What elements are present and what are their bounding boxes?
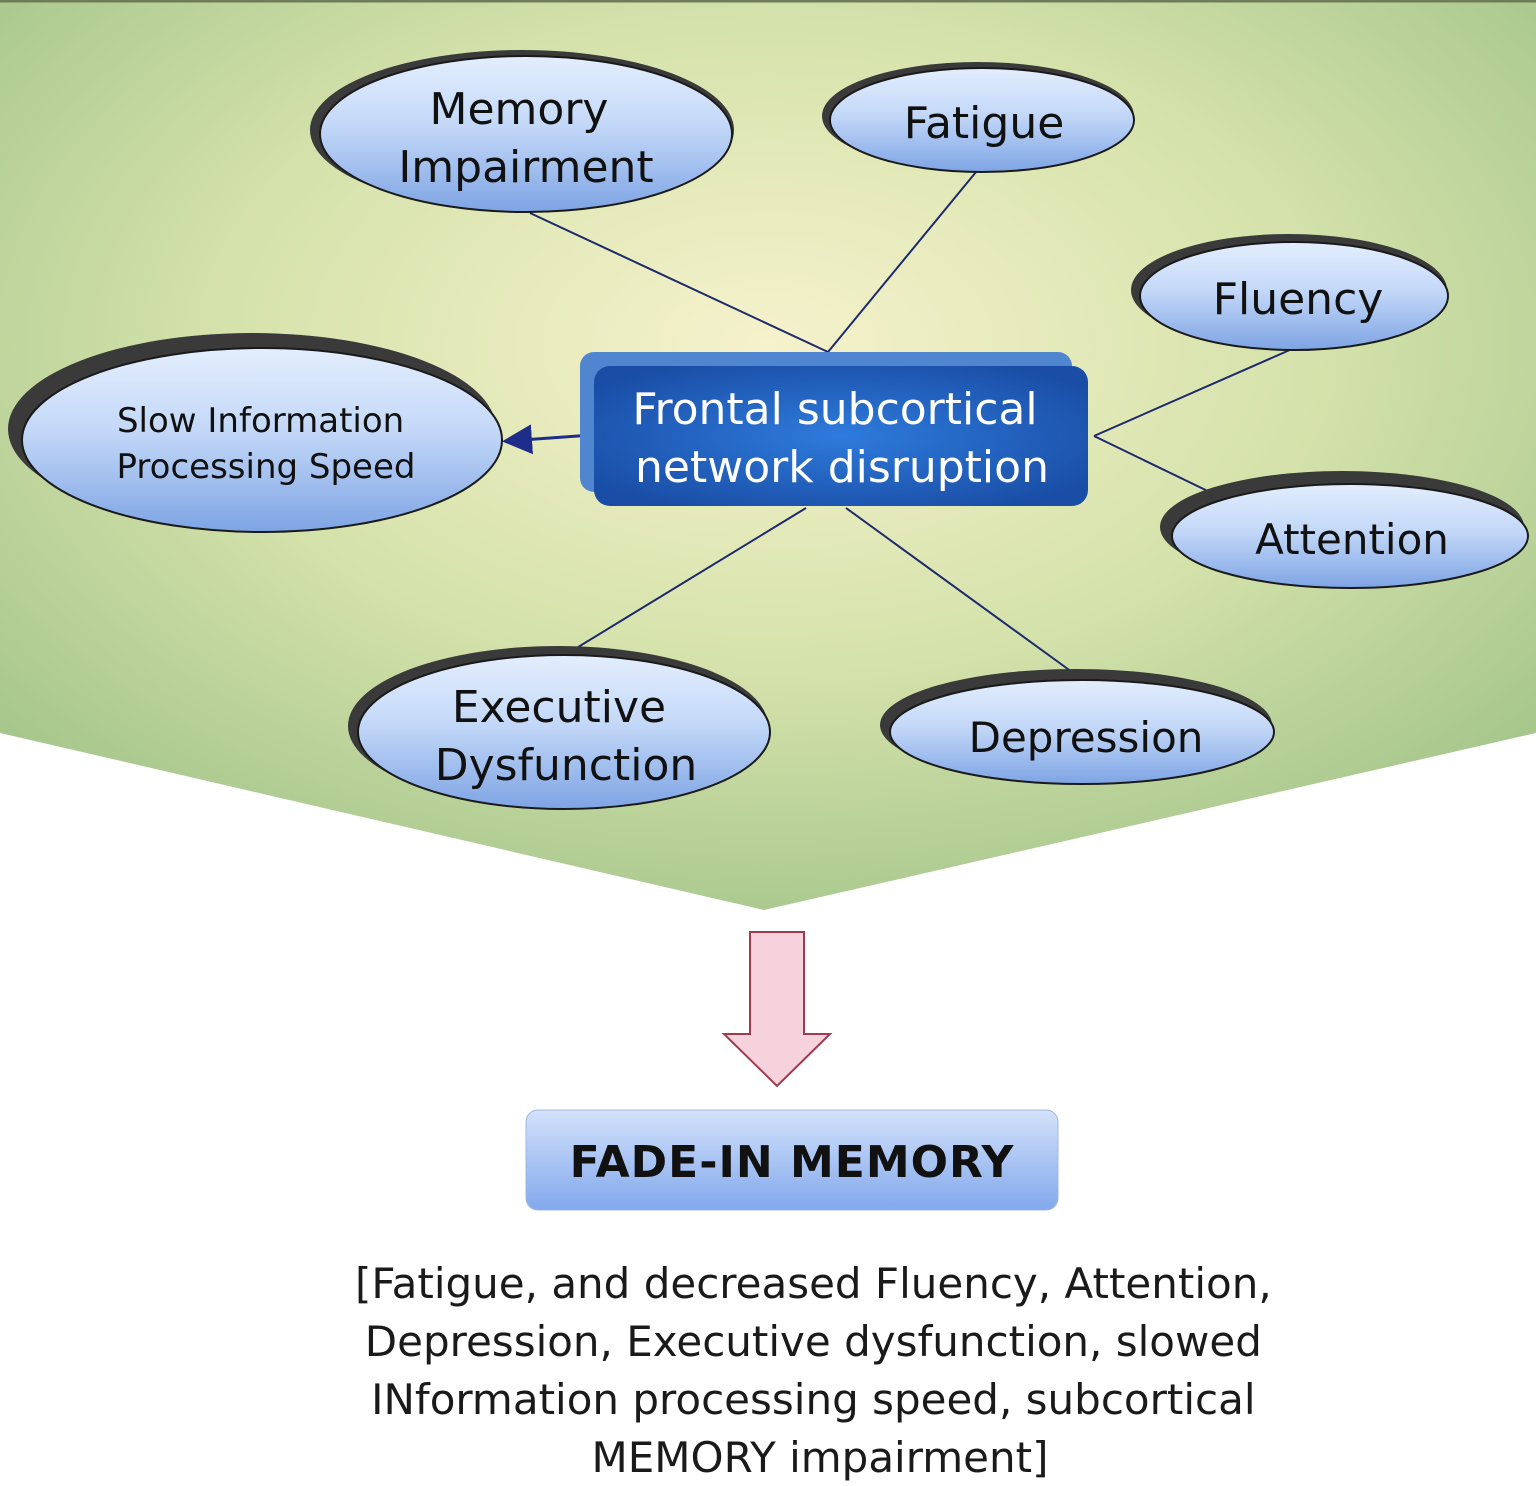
node-slow-information-processing-speed: Slow Information Processing Speed <box>8 333 503 533</box>
down-arrow-icon <box>721 931 833 1088</box>
node-fatigue: Fatigue <box>822 62 1135 173</box>
connector-executive-dysfunction <box>569 507 807 653</box>
result-box: FADE-IN MEMORY <box>525 1109 1059 1211</box>
connector-slow-processing <box>502 424 593 455</box>
connector-attention <box>1093 435 1219 497</box>
node-label: Fluency <box>1213 274 1384 325</box>
node-label-line: Slow Information <box>117 401 404 441</box>
node-executive-dysfunction: Executive Dysfunction <box>348 646 771 810</box>
node-label-line: Processing Speed <box>117 447 416 487</box>
node-label-line: Memory <box>430 84 609 135</box>
node-label-line: Dysfunction <box>435 740 698 791</box>
connectors <box>502 171 1293 673</box>
connector-depression <box>845 507 1073 673</box>
node-label: Fatigue <box>904 98 1065 149</box>
summary-line: INformation processing speed, subcortica… <box>371 1375 1255 1424</box>
svg-text:Slow Information Process: Slow Information Processing Speed <box>117 401 416 487</box>
summary-line: Depression, Executive dysfunction, slowe… <box>365 1317 1262 1366</box>
summary-line: [Fatigue, and decreased Fluency, Attenti… <box>355 1259 1272 1308</box>
connector-memory-impairment <box>529 212 829 353</box>
svg-text:Executive Dysfunction: Executive Dysfunction <box>435 682 698 791</box>
center-label-line: network disruption <box>635 442 1049 493</box>
node-label: Depression <box>969 713 1204 762</box>
node-label-line: Executive <box>452 682 666 733</box>
connector-fluency <box>1093 348 1293 437</box>
connector-fatigue <box>827 171 977 353</box>
svg-text:[Fatigue, and decreased Fluenc: [Fatigue, and decreased Fluency, Attenti… <box>355 1259 1285 1482</box>
node-attention: Attention <box>1160 471 1529 589</box>
center-box: Frontal subcortical network disruption <box>580 352 1088 506</box>
node-label-line: Impairment <box>398 142 653 193</box>
summary-line: MEMORY impairment] <box>592 1433 1049 1482</box>
node-fluency: Fluency <box>1131 234 1449 351</box>
result-label: FADE-IN MEMORY <box>570 1137 1015 1188</box>
node-label: Attention <box>1255 515 1449 564</box>
node-memory-impairment: Memory Impairment <box>310 50 734 213</box>
svg-text:Memory Impairment: Memory Impairment <box>398 84 653 193</box>
center-label-line: Frontal subcortical <box>632 384 1037 435</box>
svg-text:Frontal subcortical netw: Frontal subcortical network disruption <box>632 384 1051 493</box>
node-depression: Depression <box>880 669 1275 785</box>
